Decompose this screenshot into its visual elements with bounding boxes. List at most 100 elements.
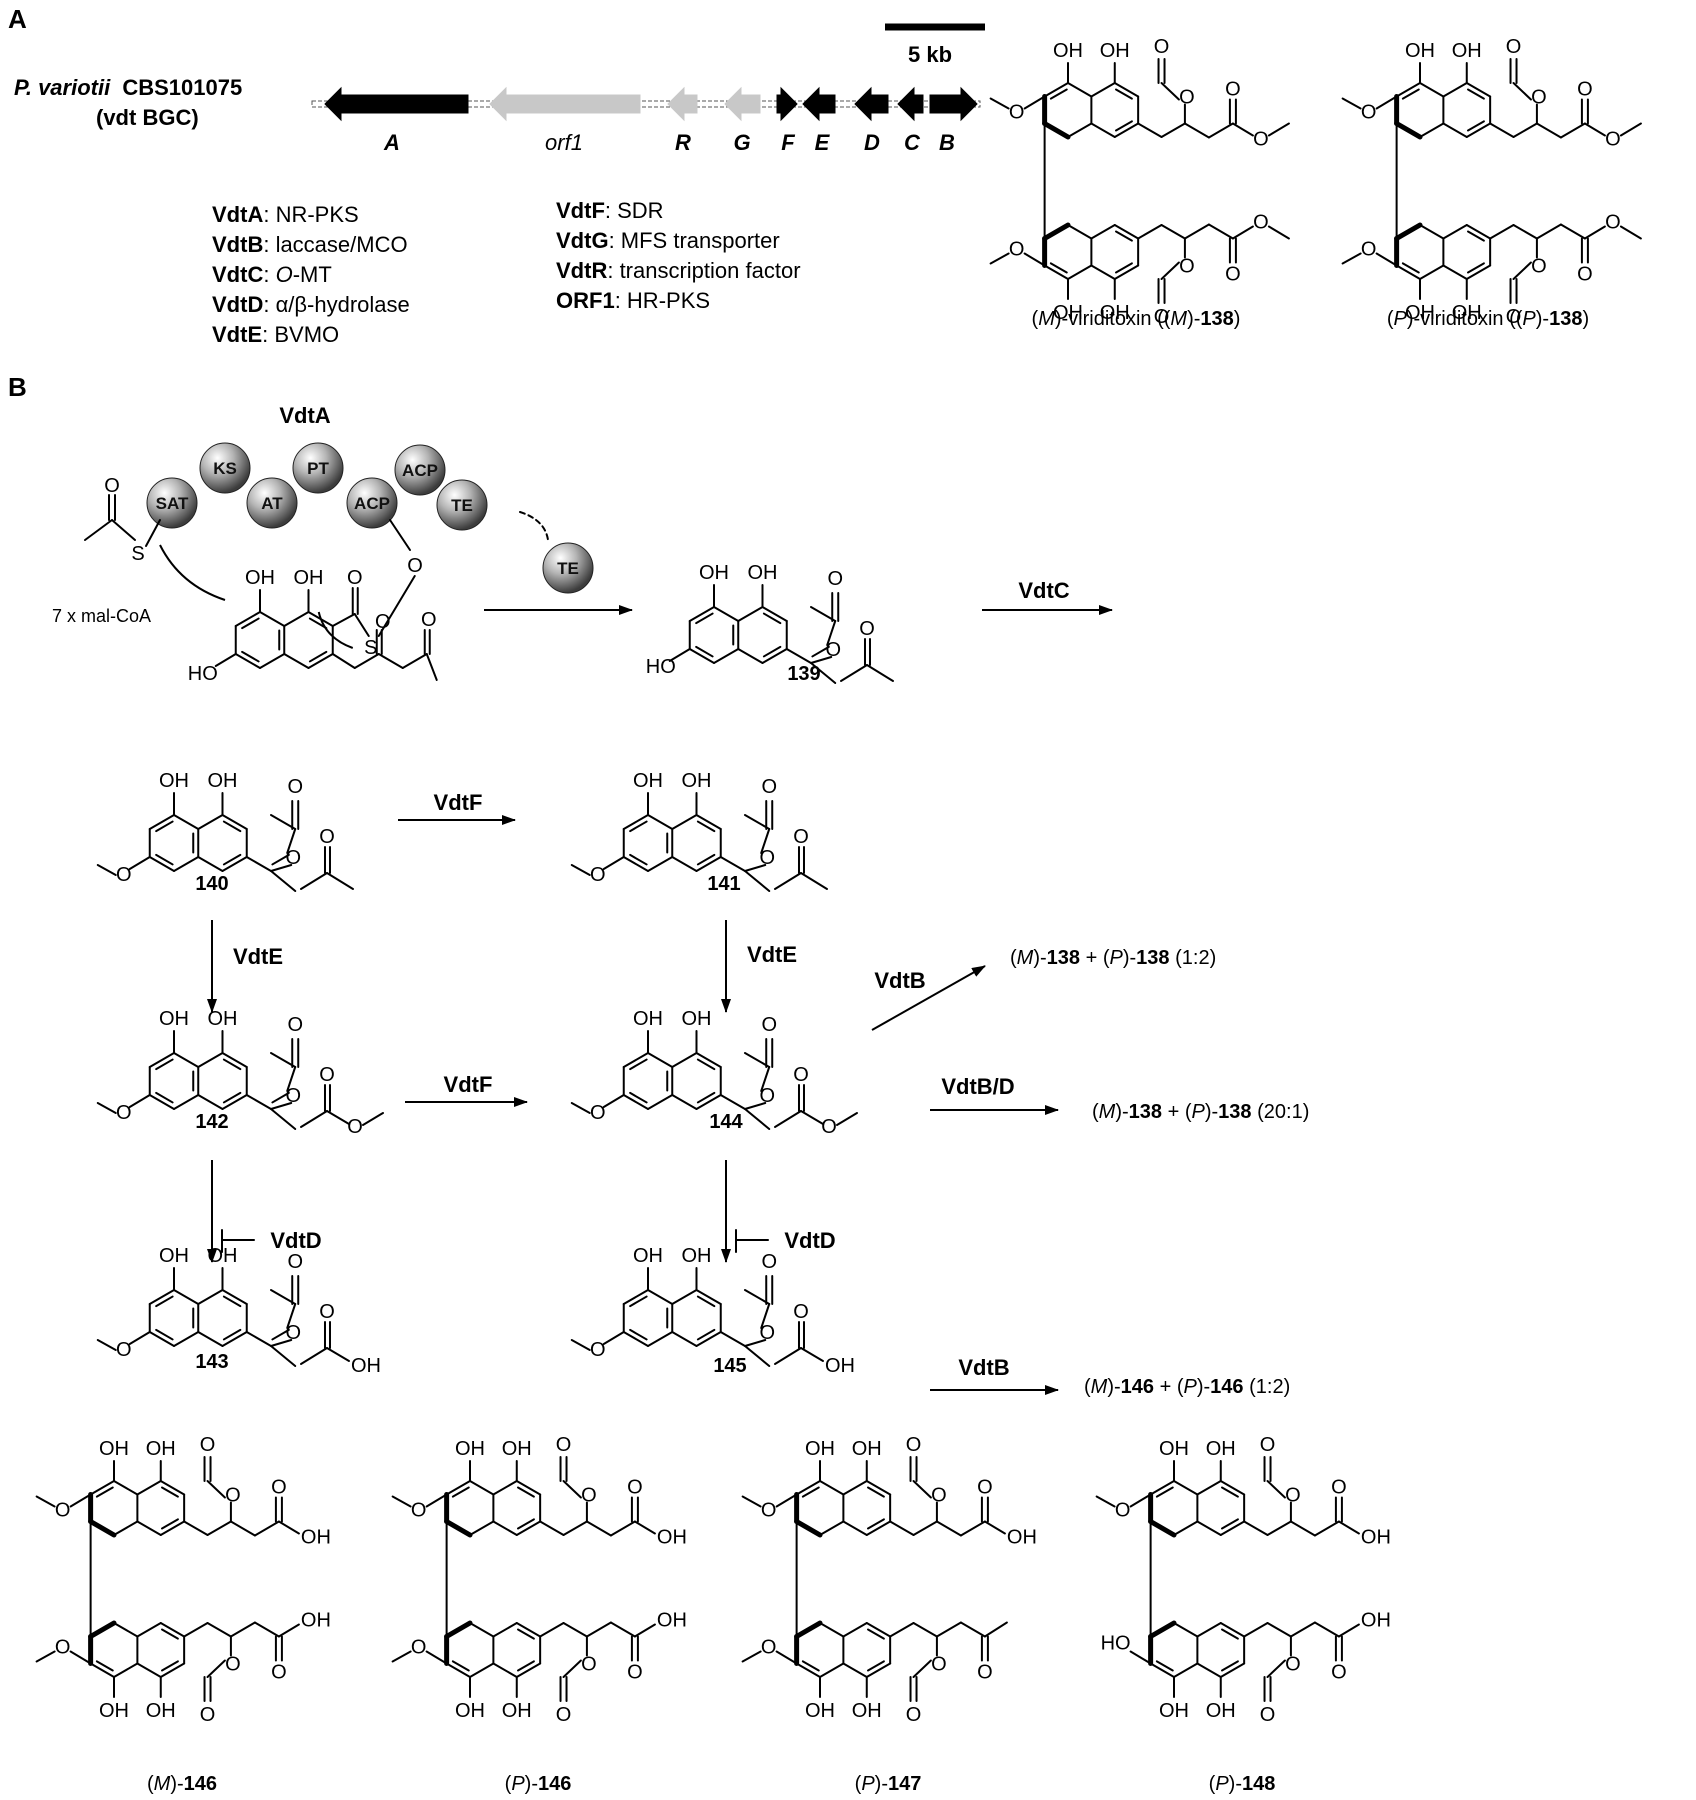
side-chain-oxygen: O bbox=[977, 1477, 993, 1499]
ring-oxygen: O bbox=[285, 1322, 301, 1344]
stereo: P bbox=[1394, 308, 1408, 330]
bond bbox=[959, 1621, 986, 1638]
bond bbox=[221, 1052, 248, 1068]
bond bbox=[622, 1289, 649, 1305]
hydroxyl-label: OH bbox=[146, 1700, 176, 1722]
bond bbox=[401, 653, 428, 669]
bond bbox=[671, 856, 698, 872]
bond bbox=[277, 1520, 300, 1535]
side-chain bbox=[743, 870, 771, 892]
double-bond bbox=[1467, 88, 1485, 100]
hydroxyl-label: HO bbox=[1101, 1633, 1131, 1655]
bond bbox=[325, 872, 354, 890]
bond bbox=[1465, 264, 1492, 280]
paren: )- bbox=[1229, 1773, 1242, 1795]
gene-arrow-b bbox=[929, 86, 978, 122]
hydroxyl-label: OH bbox=[99, 1438, 129, 1460]
bond bbox=[214, 653, 237, 667]
bond bbox=[602, 1094, 625, 1108]
side-chain bbox=[743, 1108, 771, 1130]
bond bbox=[221, 1289, 248, 1305]
double-bond bbox=[1221, 1518, 1239, 1530]
domain-sat bbox=[146, 477, 198, 529]
bond bbox=[197, 1094, 224, 1110]
bond bbox=[221, 856, 248, 872]
bond bbox=[622, 814, 649, 830]
methoxy-oxygen: O bbox=[1009, 239, 1025, 261]
bond bbox=[1394, 222, 1423, 241]
gene-label-a: A bbox=[383, 130, 400, 155]
double-bond bbox=[696, 1295, 716, 1308]
bond bbox=[1489, 224, 1515, 240]
domain-label: PT bbox=[307, 459, 329, 478]
hydroxyl-label: OH bbox=[159, 1245, 189, 1267]
bond bbox=[1042, 222, 1071, 241]
ring-oxygen: O bbox=[931, 1485, 947, 1507]
bond bbox=[695, 1331, 722, 1347]
acid-hydroxyl: OH bbox=[301, 1610, 331, 1632]
double-bond bbox=[867, 1518, 885, 1530]
bond bbox=[570, 1339, 591, 1351]
hydroxyl-label: OH bbox=[502, 1438, 532, 1460]
bond bbox=[743, 1339, 767, 1347]
ester-oxygen: O bbox=[347, 1116, 363, 1138]
carbonyl-oxygen: O bbox=[1260, 1434, 1276, 1456]
double-bond bbox=[517, 1660, 535, 1672]
bond bbox=[865, 1662, 892, 1678]
double-bond bbox=[517, 1486, 535, 1498]
bond bbox=[148, 1094, 175, 1110]
bond bbox=[1313, 1520, 1340, 1537]
legend-sep: : bbox=[262, 322, 274, 347]
ring-oxygen: O bbox=[285, 847, 301, 869]
bond bbox=[113, 1622, 139, 1638]
bond bbox=[743, 1289, 771, 1305]
legend-desc: α/β-hydrolase bbox=[276, 292, 410, 317]
paren: )- bbox=[1123, 947, 1136, 969]
bond bbox=[1341, 97, 1362, 110]
enzyme-label-vdtF_1: VdtF bbox=[434, 790, 483, 815]
bond bbox=[688, 648, 715, 664]
bond bbox=[286, 828, 297, 854]
double-bond bbox=[1221, 1628, 1239, 1640]
gene-label-f: F bbox=[781, 130, 795, 155]
bond bbox=[912, 1480, 932, 1499]
bond bbox=[1129, 1650, 1152, 1665]
bond bbox=[647, 814, 674, 830]
carbonyl-oxygen: O bbox=[827, 568, 843, 590]
top-product-name: (M)-viriditoxin ((M)-138) bbox=[1032, 308, 1241, 330]
bond bbox=[983, 1621, 1008, 1638]
double-bond bbox=[161, 1628, 179, 1640]
legend-sep: : bbox=[263, 262, 275, 287]
hydroxyl-label: OH bbox=[681, 1008, 711, 1030]
double-bond bbox=[1155, 1660, 1174, 1672]
bond bbox=[1289, 1621, 1316, 1638]
bond bbox=[299, 872, 328, 890]
ring-oxygen: O bbox=[1179, 87, 1195, 109]
side-chain-oxygen: O bbox=[1225, 79, 1241, 101]
num: 148 bbox=[1242, 1773, 1275, 1795]
legend-sep: : bbox=[609, 228, 621, 253]
bond bbox=[1207, 122, 1234, 139]
hydroxyl-label: OH bbox=[293, 567, 323, 589]
bond bbox=[826, 620, 837, 646]
bond bbox=[197, 856, 224, 872]
bond bbox=[1512, 122, 1538, 138]
bond bbox=[1137, 122, 1163, 138]
double-bond bbox=[801, 1486, 820, 1498]
bond bbox=[1067, 264, 1093, 280]
bond bbox=[444, 1519, 473, 1538]
carbonyl-oxygen: O bbox=[1260, 1704, 1276, 1726]
paren: )- bbox=[525, 1773, 538, 1795]
bond bbox=[269, 814, 297, 830]
bond bbox=[775, 1650, 798, 1665]
bond bbox=[84, 519, 113, 541]
acid-hydroxyl: OH bbox=[301, 1527, 331, 1549]
bond bbox=[269, 1289, 297, 1305]
bond bbox=[1619, 122, 1642, 137]
bond bbox=[206, 1520, 232, 1536]
paren: ( bbox=[1092, 1101, 1099, 1123]
bond bbox=[622, 1094, 649, 1110]
